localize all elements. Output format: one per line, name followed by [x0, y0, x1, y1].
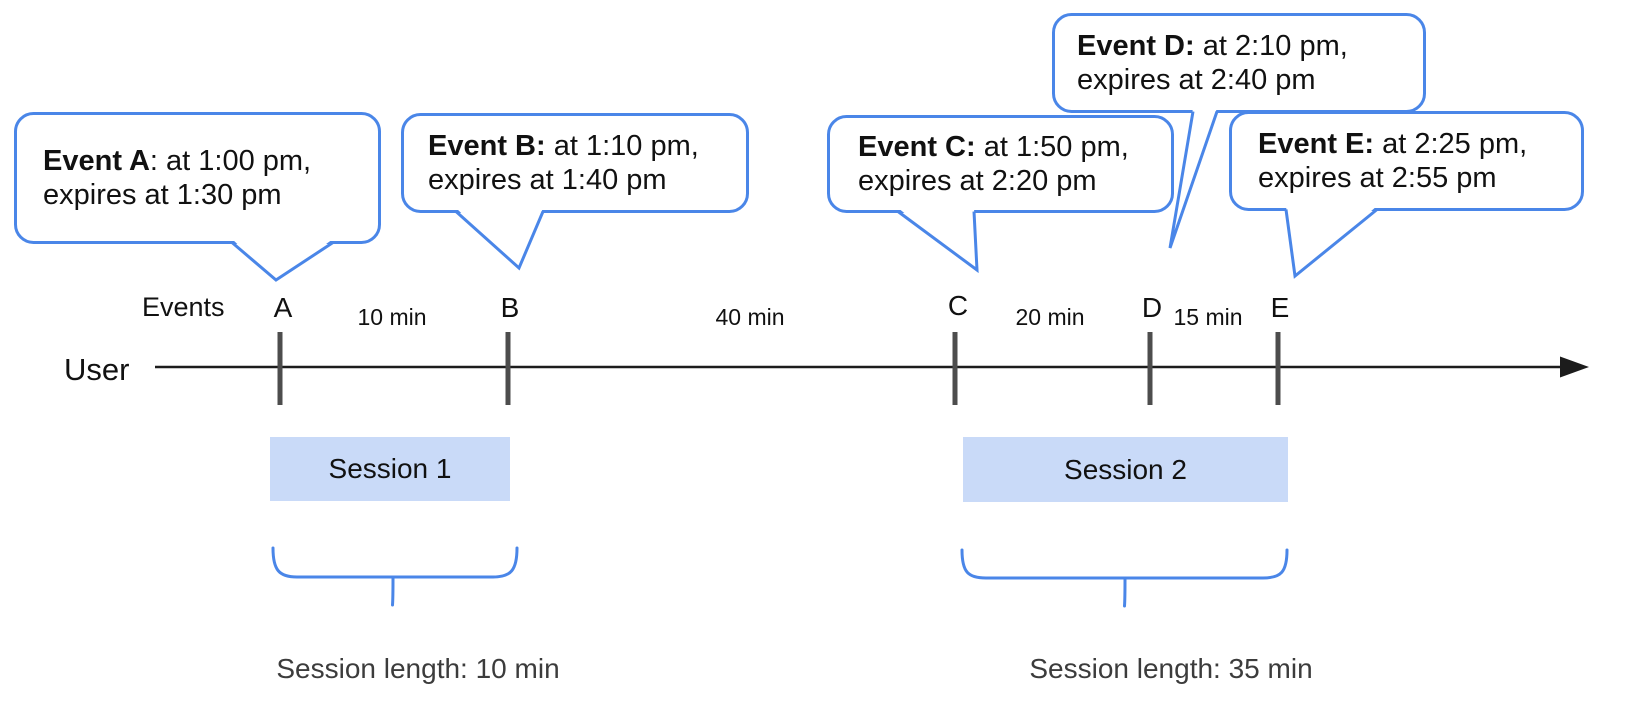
- interval-label-a-b: 10 min: [357, 304, 427, 330]
- user-axis-label: User: [64, 352, 130, 387]
- event-c-line1: Event C: at 1:50 pm,: [858, 130, 1203, 164]
- interval-label-d-e: 15 min: [1173, 304, 1243, 330]
- event-c-expiry: expires at 2:20 pm: [858, 165, 1097, 197]
- marker-label-a: A: [273, 292, 293, 323]
- event-e-bubble-tail: [1286, 206, 1377, 276]
- event-a-title: Event A: [43, 145, 150, 177]
- event-a-bubble-tail: [232, 239, 333, 280]
- event-b-expiry: expires at 1:40 pm: [428, 164, 667, 196]
- event-c-time: at 1:50 pm,: [975, 131, 1129, 163]
- event-a-bubble-tail-stroke: [231, 241, 334, 282]
- event-d-bubble: Event D: at 2:10 pm, expires at 2:40 pm: [1053, 14, 1449, 112]
- event-c-bubble-shape: [827, 115, 1174, 213]
- session-1-label: Session 1: [328, 453, 452, 484]
- timeline-arrowhead-icon: [1560, 356, 1589, 378]
- event-a-bubble-shape: [14, 112, 381, 244]
- event-b-time: at 1:10 pm,: [545, 130, 699, 162]
- event-d-time: at 2:10 pm,: [1194, 30, 1348, 62]
- event-d-title: Event D:: [1077, 30, 1195, 62]
- interval-label-c-d: 20 min: [1015, 304, 1085, 330]
- event-d-expiry: expires at 2:40 pm: [1077, 64, 1316, 96]
- event-e-bubble: Event E: at 2:25 pm, expires at 2:55 pm: [1230, 112, 1611, 210]
- event-a-expiry: expires at 1:30 pm: [43, 179, 282, 211]
- marker-label-b: B: [500, 292, 520, 323]
- session-2-brace-tip: [1123, 577, 1127, 608]
- event-c-bubble: Event C: at 1:50 pm, expires at 2:20 pm: [828, 116, 1203, 212]
- marker-label-c: C: [947, 290, 969, 321]
- session-1-box: Session 1: [270, 437, 510, 501]
- event-e-bubble-tail-stroke: [1284, 208, 1378, 279]
- event-c-bubble-tail-stroke: [897, 210, 979, 274]
- session-1-length-label: Session length: 10 min: [276, 653, 560, 684]
- event-b-line1: Event B: at 1:10 pm,: [428, 129, 774, 163]
- event-b-bubble-tail: [456, 208, 543, 268]
- event-b-title: Event B:: [428, 130, 546, 162]
- event-e-time: at 2:25 pm,: [1374, 128, 1528, 160]
- event-a-line1: Event A: at 1:00 pm,: [43, 144, 408, 178]
- event-d-bubble-tail-stroke: [1168, 111, 1219, 249]
- session-2-label: Session 2: [1064, 453, 1187, 485]
- event-d-bubble-shape: [1052, 13, 1426, 113]
- event-a-time: : at 1:00 pm,: [149, 145, 312, 177]
- session-2-box: Session 2: [963, 437, 1288, 502]
- event-e-bubble-shape: [1229, 111, 1584, 211]
- session-2-brace: [960, 548, 1289, 580]
- event-e-expiry: expires at 2:55 pm: [1258, 162, 1497, 194]
- event-c-title: Event C:: [858, 131, 976, 163]
- event-d-line1: Event D: at 2:10 pm,: [1077, 29, 1449, 63]
- session-2-length-label: Session length: 35 min: [1029, 653, 1313, 684]
- marker-label-e: E: [1270, 292, 1290, 323]
- events-axis-label: Events: [142, 292, 225, 322]
- event-b-bubble: Event B: at 1:10 pm, expires at 1:40 pm: [402, 114, 774, 212]
- interval-label-b-c: 40 min: [715, 304, 785, 330]
- session-1-brace: [271, 546, 519, 579]
- marker-label-d: D: [1141, 292, 1163, 323]
- event-e-title: Event E:: [1258, 128, 1375, 160]
- event-e-line1: Event E: at 2:25 pm,: [1258, 127, 1611, 161]
- event-b-bubble-shape: [401, 113, 749, 213]
- event-a-bubble: Event A: at 1:00 pm, expires at 1:30 pm: [15, 113, 408, 243]
- session-1-brace-tip: [391, 576, 395, 607]
- event-b-bubble-tail-stroke: [454, 210, 545, 271]
